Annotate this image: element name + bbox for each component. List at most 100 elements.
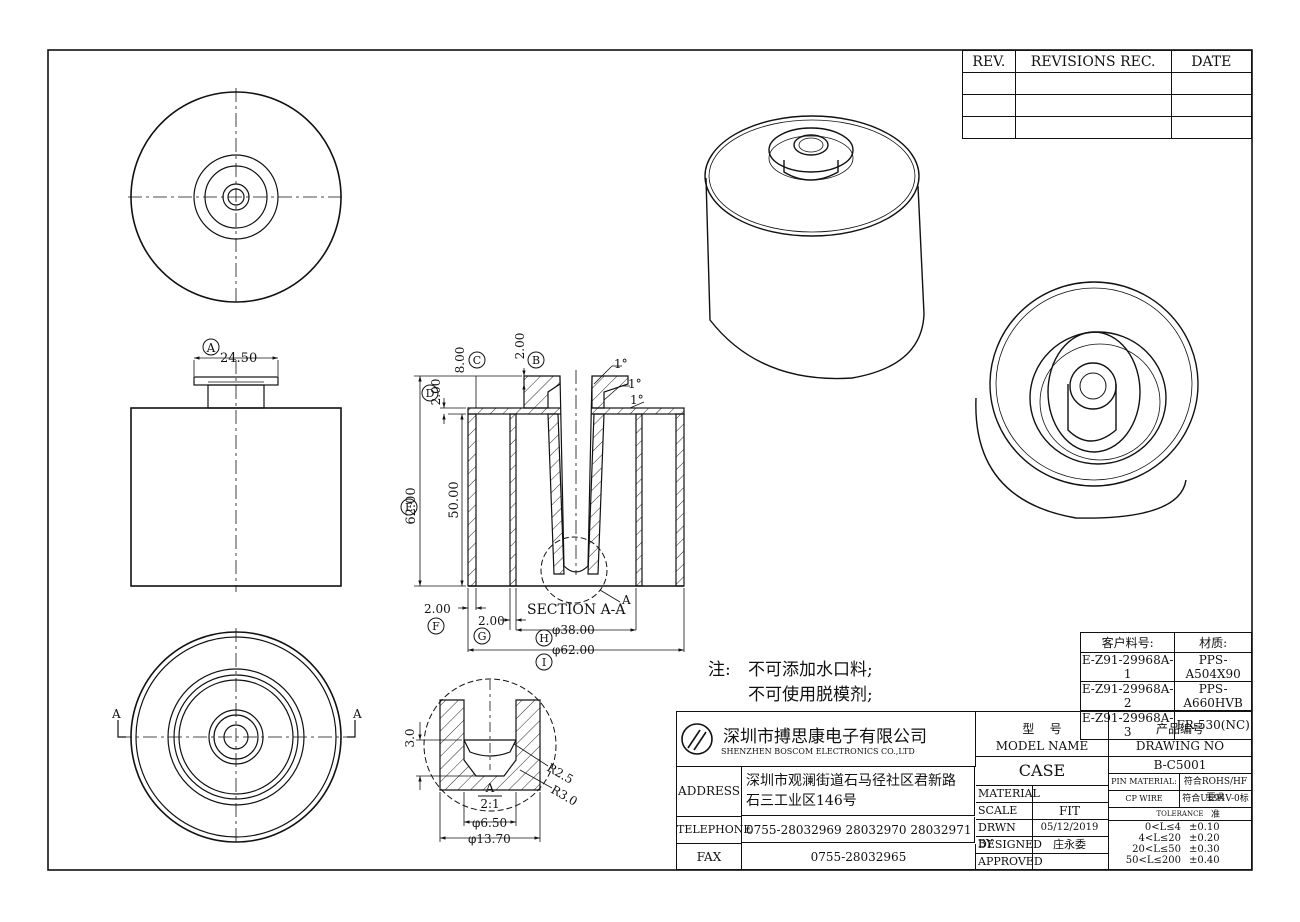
detail-d1: φ6.50	[472, 816, 507, 830]
material-header-material: 材质:	[1174, 632, 1252, 653]
tolerance-range: 50<L≤200	[1125, 855, 1181, 866]
date-cell	[1170, 94, 1253, 117]
material-row-material: PPS-A504X90	[1174, 652, 1252, 682]
date-header: DATE	[1170, 50, 1253, 73]
cp-wire-label: CP WIRE	[1109, 791, 1180, 808]
material-row-part: E-Z91-29968A-3	[1079, 710, 1176, 740]
ref-g: G	[478, 630, 487, 643]
notes-line1: 不可添加水口料;	[748, 660, 873, 680]
cut-label-left: A	[111, 707, 121, 721]
rev-cell	[962, 94, 1016, 117]
telephone-value: 0755-28032969 28032970 28032971	[742, 817, 975, 843]
drawn-by-value: 05/12/2019	[1031, 820, 1109, 837]
section-view	[467, 370, 685, 604]
tolerance-table: 0<L≤4 ±0.10 4<L≤20 ±0.20 20<L≤50 ±0.30 5…	[1109, 822, 1251, 870]
model-name-cell: 型 号 MODEL NAME	[976, 712, 1109, 757]
ref-b: B	[532, 354, 540, 367]
address-line2: 石三工业区146号	[746, 793, 857, 809]
rec-cell	[1014, 116, 1172, 139]
detail-view	[416, 678, 557, 842]
pin-material-label: PIN MATERIAL:	[1109, 774, 1180, 791]
reference-circles	[400, 351, 553, 671]
front-view	[130, 356, 342, 592]
ref-h: H	[539, 632, 549, 645]
section-label: SECTION A-A	[527, 602, 626, 618]
company-name-en: SHENZHEN BOSCOM ELECTRONICS CO.,LTD	[721, 747, 915, 756]
rev-header: REV.	[962, 50, 1016, 73]
drawing-no-en: DRAWING NO	[1135, 739, 1225, 753]
material-value	[1031, 786, 1109, 803]
isometric-top-view	[704, 115, 925, 380]
drawn-by-label: DRWN BY	[976, 820, 1033, 850]
bottom-view	[117, 628, 356, 846]
dim-b-value: 2.00	[513, 333, 527, 360]
material-label: MATERIAL	[976, 786, 1040, 803]
detail-ref-label: A	[621, 593, 631, 607]
cut-label-right: A	[352, 707, 362, 721]
drawing-no-value: B-C5001	[1109, 757, 1251, 774]
dim-i-value: φ62.00	[552, 643, 595, 657]
tolerance-row: 20<L≤50 ±0.30	[1109, 844, 1251, 855]
detail-r2: R3.0	[549, 782, 580, 808]
rev-cell	[962, 116, 1016, 139]
revisions-table: REV. REVISIONS REC. DATE	[962, 50, 1253, 139]
title-block: 深圳市搏思康电子有限公司 SHENZHEN BOSCOM ELECTRONICS…	[676, 711, 1252, 870]
rev-cell	[962, 72, 1016, 95]
pin-material-value: 符合ROHS/HF要求	[1180, 774, 1251, 803]
dim-f-value: 2.00	[424, 602, 451, 616]
angle-1: 1°	[614, 357, 628, 371]
tolerance-value: ±0.40	[1189, 855, 1220, 866]
section-dimension-lines	[414, 365, 685, 652]
model-name-en: MODEL NAME	[995, 739, 1089, 753]
tolerance-row: 4<L≤20 ±0.20	[1109, 833, 1251, 844]
company-cell: 深圳市搏思康电子有限公司 SHENZHEN BOSCOM ELECTRONICS…	[677, 712, 976, 767]
ref-c: C	[473, 354, 481, 367]
fax-label: FAX	[677, 844, 742, 870]
notes-prefix: 注:	[708, 660, 731, 680]
address-label: ADDRESS	[677, 766, 742, 817]
dim-g-value: 2.00	[478, 614, 505, 628]
rec-cell	[1014, 94, 1172, 117]
company-name-cn: 深圳市搏思康电子有限公司	[723, 727, 927, 747]
tolerance-row: 50<L≤200 ±0.40	[1109, 855, 1251, 866]
tolerance-range: 4<L≤20	[1138, 833, 1182, 844]
detail-r1: R2.5	[545, 760, 576, 786]
material-row-part: E-Z91-29968A-1	[1079, 652, 1176, 682]
ref-f: F	[432, 620, 440, 633]
tolerance-value: ±0.20	[1189, 833, 1220, 844]
material-header-part: 客户料号:	[1079, 632, 1176, 653]
drawing-no-cell: 产品编号 DRAWING NO	[1109, 712, 1251, 757]
material-row-material: FR-530(NC)	[1174, 710, 1252, 740]
detail-label: A	[485, 781, 495, 795]
designed-label: DESIGNED	[976, 837, 1042, 854]
approved-label: APPROVED	[978, 854, 1043, 869]
angle-2: 1°	[628, 377, 642, 391]
scale-value: FIT	[1031, 803, 1109, 820]
rec-cell	[1014, 72, 1172, 95]
notes-line2: 不可使用脱模剂;	[748, 684, 873, 705]
dim-h-value: φ38.00	[552, 623, 595, 637]
detail-d2: φ13.70	[468, 832, 511, 846]
dim-a-label: A	[206, 341, 216, 355]
address-line1: 深圳市观澜街道石马径社区君新路	[746, 773, 956, 789]
tolerance-range: 0<L≤4	[1144, 822, 1181, 833]
scale-label: SCALE	[976, 803, 1033, 820]
address-value: 深圳市观澜街道石马径社区君新路 石三工业区146号	[742, 766, 975, 816]
detail-scale: 2:1	[480, 797, 499, 811]
dim-c-value: 8.00	[453, 347, 467, 374]
isometric-bottom-view	[975, 281, 1199, 519]
material-row-material: PPS-A660HVB	[1174, 681, 1252, 711]
detail-height: 3.0	[403, 728, 417, 747]
approved-value	[1031, 854, 1109, 869]
fax-value: 0755-28032965	[742, 844, 976, 870]
material-table: 客户料号: 材质: E-Z91-29968A-1 PPS-A504X90 E-Z…	[1079, 632, 1252, 740]
sheet-border	[47, 49, 1253, 871]
date-cell	[1170, 116, 1253, 139]
tolerance-value: ±0.30	[1189, 844, 1220, 855]
top-view	[128, 88, 344, 305]
cp-wire-value: 符合UL94V-0标准	[1180, 791, 1251, 820]
dim-inner-height: 50.00	[447, 481, 462, 518]
tolerance-row: 0<L≤4 ±0.10	[1109, 822, 1251, 833]
angle-3: 1°	[630, 393, 644, 407]
ref-e: E	[405, 501, 413, 514]
